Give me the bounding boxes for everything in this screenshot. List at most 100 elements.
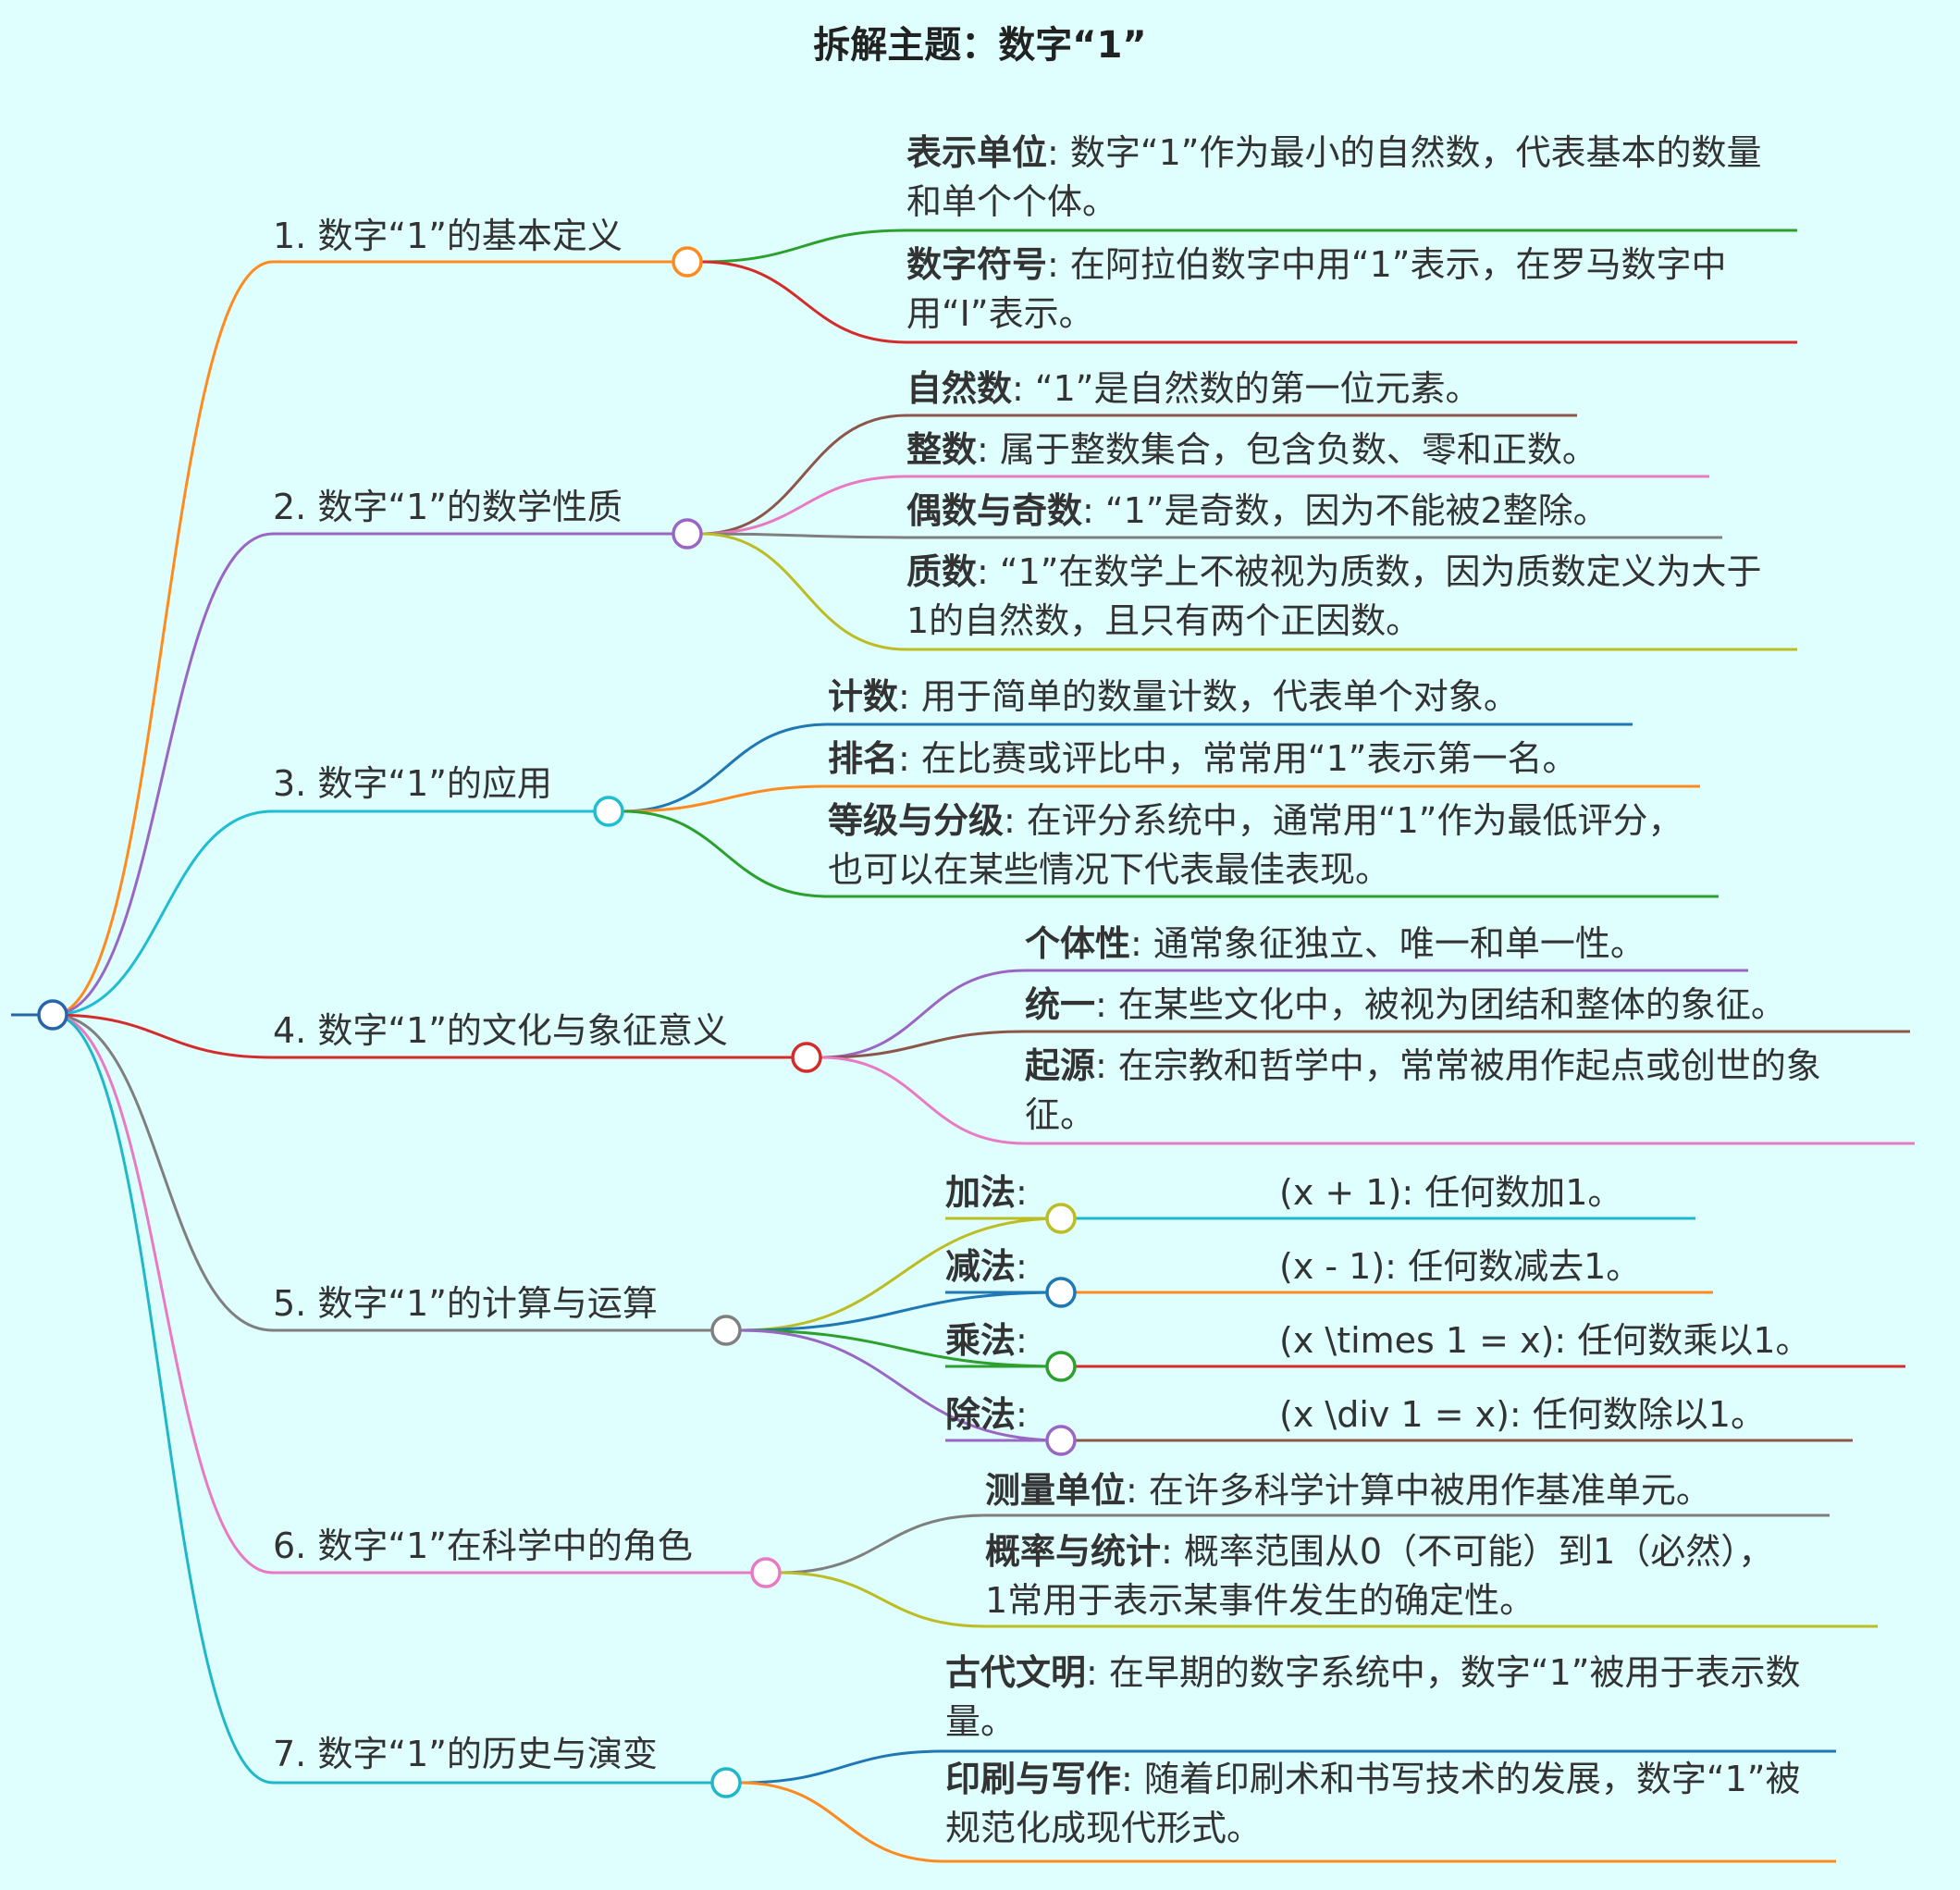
op-add-value: (x + 1): 任何数加1。 [1279,1172,1623,1213]
branch-3-node [593,796,624,827]
leaf-2-1-connector [700,414,907,536]
leaf-term: 自然数 [906,368,1013,409]
branch-5-node [710,1315,742,1346]
leaf-2-3: 偶数与奇数: “1”是奇数，因为不能被2整除。 [906,487,1767,536]
leaf-3-1-connector [622,723,829,813]
leaf-3-2: 排名: 在比赛或评比中，常常用“1”表示第一名。 [828,735,1753,784]
leaf-desc: : 在阿拉伯数字中用“1”表示，在罗马数字中用“I”表示。 [906,244,1727,334]
op-add-label: 加法: [945,1172,1028,1213]
branch-1-node [672,246,703,278]
branch-2-connector [52,532,274,1017]
leaf-7-1: 古代文明: 在早期的数字系统中，数字“1”被用于表示数量。 [945,1649,1815,1747]
leaf-4-2-connector [820,1030,1026,1059]
branch-1-label: 1. 数字“1”的基本定义 [273,216,623,256]
op-1-connector [739,1217,1062,1332]
op-4-node [1045,1425,1077,1456]
branch-3-connector [52,809,274,1017]
root-node [37,999,68,1031]
leaf-term: 表示单位 [906,132,1048,173]
op-4-connector [739,1328,1062,1442]
leaf-desc: : 概率范围从0（不可能）到1（必然），1常用于表示某事件发生的确定性。 [985,1531,1774,1621]
leaf-desc: : “1”是自然数的第一位元素。 [1012,368,1481,409]
leaf-desc: : 随着印刷术和书写技术的发展，数字“1”被规范化成现代形式。 [945,1759,1801,1848]
leaf-6-1-connector [779,1513,986,1575]
page-title: 拆解主题：数字“1” [813,24,1147,67]
branch-2-node [672,518,703,550]
branch-5-label: 5. 数字“1”的计算与运算 [273,1283,658,1324]
leaf-4-2: 统一: 在某些文化中，被视为团结和整体的象征。 [1025,981,1954,1030]
leaf-desc: : “1”在数学上不被视为质数，因为质数定义为大于1的自然数，且只有两个正因数。 [906,551,1762,641]
leaf-term: 偶数与奇数 [906,490,1083,531]
op-3-connector [739,1328,1062,1368]
branch-7-node [710,1767,742,1798]
leaf-1-1: 表示单位: 数字“1”作为最小的自然数，代表基本的数量和单个个体。 [906,129,1767,227]
leaf-4-1: 个体性: 通常象征独立、唯一和单一性。 [1025,920,1950,969]
leaf-term: 整数 [906,429,978,470]
leaf-7-1-connector [739,1749,946,1785]
leaf-term: 测量单位 [985,1470,1127,1511]
leaf-6-1: 测量单位: 在许多科学计算中被用作基准单元。 [985,1466,1910,1515]
leaf-desc: : 用于简单的数量计数，代表单个对象。 [898,676,1519,717]
leaf-desc: : 在早期的数字系统中，数字“1”被用于表示数量。 [945,1652,1801,1742]
branch-7-connector [52,1013,274,1785]
leaf-term: 印刷与写作 [945,1759,1122,1799]
branch-6-connector [52,1013,274,1575]
leaf-4-3-connector [820,1056,1026,1145]
leaf-desc: : 在评分系统中，通常用“1”作为最低评分，也可以在某些情况下代表最佳表现。 [828,800,1683,890]
op-mul-value: (x \times 1 = x): 任何数乘以1。 [1279,1320,1811,1361]
branch-7-label: 7. 数字“1”的历史与演变 [273,1734,658,1774]
leaf-3-1: 计数: 用于简单的数量计数，代表单个对象。 [828,673,1753,722]
op-sub-label: 减法: [945,1246,1028,1287]
leaf-desc: : 通常象征独立、唯一和单一性。 [1130,923,1646,964]
op-sub-value: (x - 1): 任何数减去1。 [1279,1246,1642,1287]
leaf-term: 数字符号 [906,244,1048,285]
leaf-2-4: 质数: “1”在数学上不被视为质数，因为质数定义为大于1的自然数，且只有两个正因… [906,548,1767,646]
leaf-2-3-connector [700,532,907,539]
branch-4-connector [52,1013,274,1059]
leaf-1-1-connector [700,229,907,264]
leaf-2-2: 整数: 属于整数集合，包含负数、零和正数。 [906,426,1767,475]
leaf-6-2: 概率与统计: 概率范围从0（不可能）到1（必然），1常用于表示某事件发生的确定性… [985,1527,1790,1625]
leaf-term: 概率与统计 [985,1531,1162,1572]
leaf-3-3: 等级与分级: 在评分系统中，通常用“1”作为最低评分，也可以在某些情况下代表最佳… [828,797,1688,895]
branch-5-connector [52,1013,274,1332]
leaf-desc: : 在宗教和哲学中，常常被用作起点或创世的象征。 [1025,1045,1821,1135]
leaf-term: 起源 [1025,1045,1096,1086]
branch-3-label: 3. 数字“1”的应用 [273,763,552,804]
leaf-term: 质数 [906,551,978,592]
leaf-desc: : 在某些文化中，被视为团结和整体的象征。 [1095,984,1786,1025]
leaf-term: 计数 [828,676,899,717]
leaf-term: 个体性 [1025,923,1131,964]
leaf-7-2: 印刷与写作: 随着印刷术和书写技术的发展，数字“1”被规范化成现代形式。 [945,1755,1815,1853]
op-1-node [1045,1203,1077,1234]
op-mul-label: 乘法: [945,1320,1028,1361]
leaf-term: 古代文明 [945,1652,1087,1693]
branch-1-connector [52,260,274,1017]
leaf-desc: : 在许多科学计算中被用作基准单元。 [1126,1470,1711,1511]
leaf-term: 排名 [828,738,899,779]
branch-4-label: 4. 数字“1”的文化与象征意义 [273,1010,728,1051]
op-div-value: (x \div 1 = x): 任何数除以1。 [1279,1394,1766,1435]
leaf-3-2-connector [622,784,829,813]
branch-6-node [750,1557,782,1588]
leaf-1-2: 数字符号: 在阿拉伯数字中用“1”表示，在罗马数字中用“I”表示。 [906,241,1767,339]
branch-4-node [791,1042,822,1073]
leaf-term: 统一 [1025,984,1096,1025]
op-2-connector [739,1291,1062,1332]
leaf-6-2-connector [779,1571,986,1628]
leaf-4-3: 起源: 在宗教和哲学中，常常被用作起点或创世的象征。 [1025,1042,1890,1140]
leaf-desc: : 在比赛或评比中，常常用“1”表示第一名。 [898,738,1578,779]
leaf-2-2-connector [700,475,907,536]
leaf-desc: : 数字“1”作为最小的自然数，代表基本的数量和单个个体。 [906,132,1762,222]
leaf-desc: : “1”是奇数，因为不能被2整除。 [1082,490,1609,531]
leaf-2-1: 自然数: “1”是自然数的第一位元素。 [906,364,1767,414]
leaf-term: 等级与分级 [828,800,1005,841]
branch-2-label: 2. 数字“1”的数学性质 [273,487,623,527]
leaf-7-2-connector [739,1781,946,1863]
op-div-label: 除法: [945,1394,1028,1435]
op-2-node [1045,1277,1077,1308]
op-3-node [1045,1351,1077,1382]
leaf-4-1-connector [820,969,1026,1059]
leaf-desc: : 属于整数集合，包含负数、零和正数。 [977,429,1597,470]
